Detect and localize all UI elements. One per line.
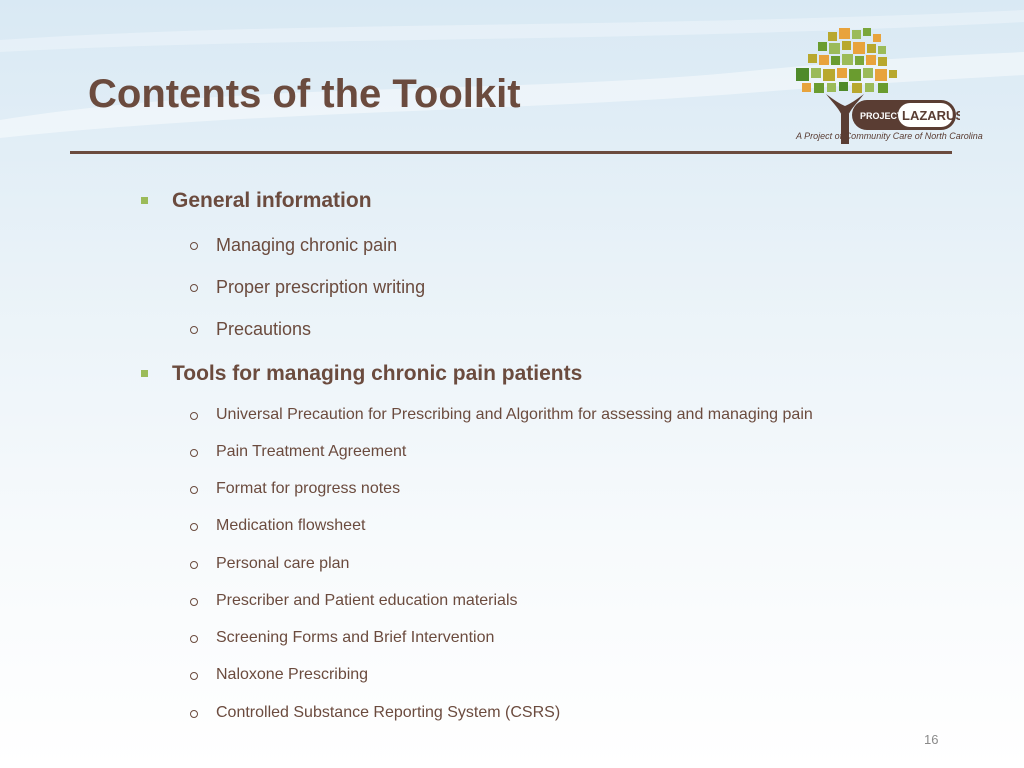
circle-bullet-icon [190, 598, 198, 606]
circle-bullet-icon [190, 326, 198, 334]
badge-lazarus-label: LAZARUS [902, 108, 960, 123]
section-heading-general: General information [172, 189, 372, 212]
logo-tagline: A Project of Community Care of North Car… [796, 131, 983, 141]
list-item: Format for progress notes [216, 480, 401, 497]
tree-canopy-icon [796, 28, 897, 93]
list-item: Personal care plan [216, 555, 350, 572]
list-item: Precautions [216, 319, 312, 339]
list-item: Prescriber and Patient education materia… [216, 592, 518, 609]
list-item: Managing chronic pain [216, 235, 398, 255]
list-item: Medication flowsheet [216, 517, 366, 534]
circle-bullet-icon [190, 486, 198, 494]
list-item: Screening Forms and Brief Intervention [216, 629, 495, 646]
slide-title: Contents of the Toolkit [88, 72, 521, 116]
circle-bullet-icon [190, 523, 198, 531]
circle-bullet-icon [190, 672, 198, 680]
project-lazarus-logo: PROJECT LAZARUS [796, 28, 960, 144]
circle-bullet-icon [190, 710, 198, 718]
section-heading-tools: Tools for managing chronic pain patients [172, 362, 583, 385]
list-item: Proper prescription writing [216, 277, 426, 297]
page-number: 16 [924, 732, 939, 747]
title-divider [70, 151, 952, 154]
circle-bullet-icon [190, 284, 198, 292]
circle-bullet-icon [190, 561, 198, 569]
list-item: Naloxone Prescribing [216, 666, 369, 683]
circle-bullet-icon [190, 449, 198, 457]
list-item: Controlled Substance Reporting System (C… [216, 704, 561, 721]
project-lazarus-badge: PROJECT LAZARUS [852, 100, 960, 130]
circle-bullet-icon [190, 242, 198, 250]
circle-bullet-icon [190, 412, 198, 420]
list-item: Universal Precaution for Prescribing and… [216, 406, 813, 423]
figure-trunk-icon [826, 94, 864, 144]
square-bullet-icon [141, 370, 148, 377]
list-item: Pain Treatment Agreement [216, 443, 407, 460]
circle-bullet-icon [190, 635, 198, 643]
square-bullet-icon [141, 197, 148, 204]
background-swoosh [0, 10, 1024, 138]
badge-project-label: PROJECT [860, 111, 903, 121]
